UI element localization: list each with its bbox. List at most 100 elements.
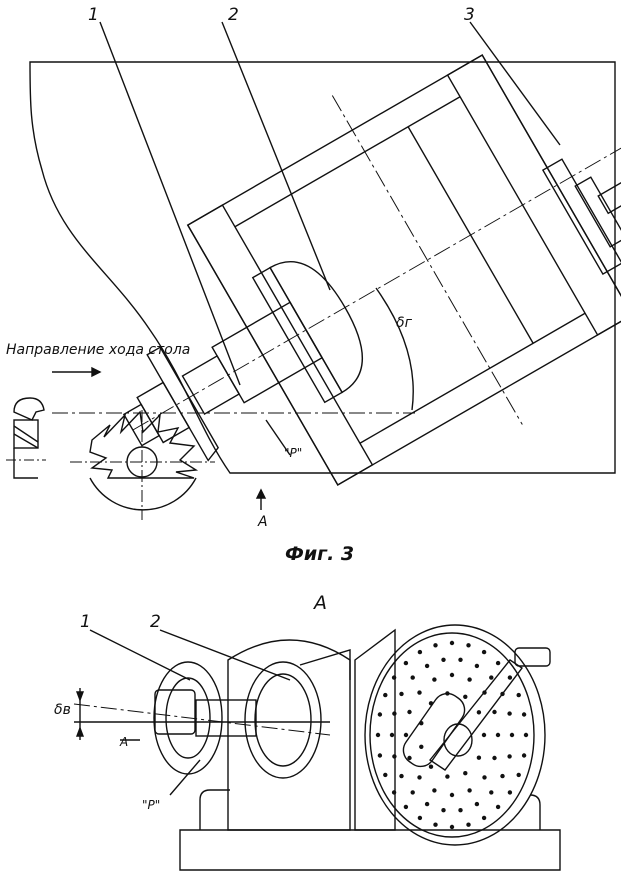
index-hole [441, 657, 446, 662]
index-hole [507, 675, 513, 680]
index-hole [466, 822, 471, 827]
index-hole [458, 657, 463, 662]
index-hole [419, 744, 424, 749]
index-hole [481, 649, 487, 655]
index-hole [463, 694, 468, 699]
angle-label-top: δг [396, 315, 412, 331]
index-hole [495, 804, 501, 810]
bottom-view [73, 624, 561, 871]
offset-label: А [120, 735, 129, 749]
index-hole [500, 691, 505, 697]
index-hole [417, 815, 423, 821]
index-hole [481, 732, 487, 738]
index-hole [377, 753, 383, 758]
index-hole [403, 732, 409, 738]
view-title: А [314, 592, 327, 614]
index-hole [481, 815, 487, 821]
index-hole [428, 701, 434, 706]
callout-1-top: 1 [88, 5, 99, 25]
callout-1-bottom: 1 [80, 612, 91, 632]
index-hole [417, 775, 422, 780]
top-view [6, 21, 621, 520]
milling-cutter [70, 410, 215, 520]
view-letter-top: А [258, 514, 268, 530]
index-hole [433, 643, 438, 648]
index-hole [449, 672, 455, 678]
index-hole [476, 710, 482, 715]
index-hole [467, 677, 472, 682]
index-hole [417, 690, 422, 695]
index-hole [509, 732, 515, 738]
index-hole [482, 690, 487, 695]
figure-caption: Фиг. 3 [285, 543, 355, 565]
index-hole [521, 712, 527, 717]
index-plate-holes [375, 640, 529, 830]
index-hole [399, 773, 404, 779]
index-hole [389, 732, 395, 738]
index-hole [391, 675, 397, 680]
index-hole [516, 772, 521, 778]
index-hole [492, 709, 497, 715]
index-hole [377, 712, 383, 717]
index-hole [392, 754, 397, 759]
index-hole [433, 822, 438, 827]
index-hole [403, 660, 409, 666]
machine-base [179, 829, 561, 871]
index-hole [432, 788, 437, 793]
point-label-bottom: "Р" [142, 798, 161, 812]
index-hole [441, 808, 446, 813]
index-hole [466, 643, 471, 648]
grinding-head [122, 54, 621, 486]
tooth-profile [6, 397, 46, 479]
index-hole [482, 775, 487, 780]
index-hole [507, 754, 512, 759]
index-hole [383, 772, 388, 778]
index-plate [354, 628, 396, 831]
index-hole [392, 711, 397, 716]
index-hole [474, 801, 480, 807]
index-hole [449, 792, 455, 798]
index-hole [449, 640, 455, 646]
index-hole [403, 804, 409, 810]
index-hole [495, 660, 501, 666]
index-hole [410, 675, 415, 680]
index-hole [375, 732, 381, 738]
index-hole [463, 771, 468, 776]
index-hole [428, 764, 434, 769]
direction-label: Направление хода стола [6, 342, 191, 358]
index-hole [474, 663, 480, 669]
index-hole [432, 677, 437, 682]
angle-label-bottom: δв [54, 702, 71, 718]
index-hole [458, 808, 463, 813]
index-hole [467, 788, 472, 793]
index-hole [516, 692, 521, 698]
index-hole [523, 732, 529, 738]
index-hole [383, 692, 388, 698]
index-hole [449, 824, 455, 830]
index-hole [507, 790, 513, 795]
index-hole [495, 732, 501, 738]
callout-2-top: 2 [228, 5, 239, 25]
index-hole [419, 721, 424, 726]
index-hole [399, 691, 404, 697]
index-hole [500, 773, 505, 779]
index-hole [445, 691, 450, 696]
index-hole [424, 663, 430, 669]
index-hole [407, 709, 412, 715]
index-hole [410, 790, 415, 795]
callout-2-bottom: 2 [150, 612, 161, 632]
index-hole [445, 774, 450, 779]
index-hole [489, 790, 494, 795]
table-plate-outline [29, 61, 616, 474]
callout-3-top: 3 [464, 5, 475, 25]
index-hole [476, 755, 482, 760]
index-hole [417, 649, 423, 655]
angle-arc-top [375, 287, 414, 411]
index-hole [492, 755, 497, 761]
index-hole [489, 675, 494, 680]
point-label-top: "Р" [284, 446, 303, 460]
index-hole [521, 753, 527, 758]
index-hole [391, 790, 397, 795]
index-hole [407, 755, 412, 761]
